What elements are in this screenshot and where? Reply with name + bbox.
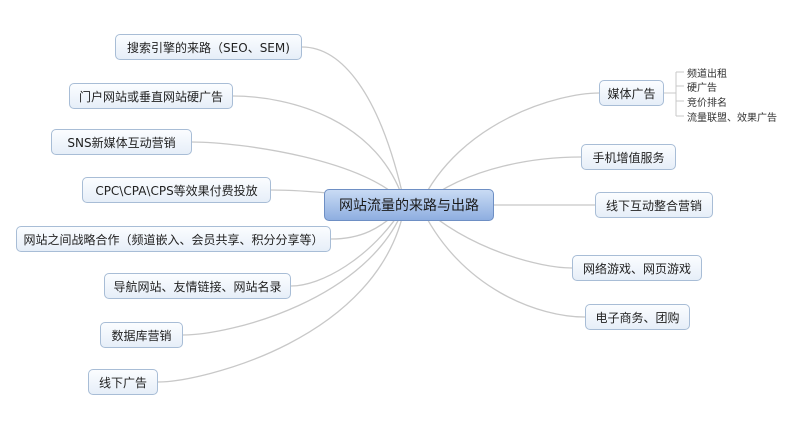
left-node-label: 导航网站、友情链接、网站名录 [113, 279, 282, 294]
right-node-label: 媒体广告 [607, 86, 656, 101]
left-node-database-marketing[interactable]: 数据库营销 [100, 322, 183, 348]
right-node-online-games[interactable]: 网络游戏、网页游戏 [572, 255, 702, 281]
right-node-label: 网络游戏、网页游戏 [582, 261, 691, 276]
left-node-search-engine[interactable]: 搜索引擎的来路（SEO、SEM) [115, 34, 302, 60]
left-node-label: 数据库营销 [111, 328, 172, 343]
right-node-media-ads[interactable]: 媒体广告 [599, 80, 664, 106]
link-right-4 [419, 204, 586, 318]
left-node-label: CPC\CPA\CPS等效果付费投放 [95, 183, 258, 198]
right-node-offline-integrated[interactable]: 线下互动整合营销 [595, 192, 713, 218]
media-subitem[interactable]: 硬广告 [687, 83, 717, 94]
media-subitem[interactable]: 流量联盟、效果广告 [687, 113, 777, 124]
media-subitem[interactable]: 频道出租 [687, 69, 727, 80]
link-left-5 [290, 204, 406, 287]
left-node-label: 网站之间战略合作（频道嵌入、会员共享、积分分享等） [23, 232, 324, 247]
media-subitem[interactable]: 竞价排名 [687, 98, 727, 109]
left-node-portal-ads[interactable]: 门户网站或垂直网站硬广告 [69, 83, 233, 109]
link-right-0 [419, 92, 600, 206]
right-node-ecommerce[interactable]: 电子商务、团购 [585, 304, 690, 330]
left-node-label: SNS新媒体互动营销 [67, 135, 176, 150]
left-node-label: 搜索引擎的来路（SEO、SEM) [127, 40, 290, 55]
right-node-label: 手机增值服务 [592, 150, 665, 165]
left-node-label: 门户网站或垂直网站硬广告 [78, 89, 223, 104]
media-subitem-bracket [664, 71, 684, 117]
link-left-1 [232, 95, 406, 206]
link-left-7 [157, 204, 406, 383]
left-node-navigation-sites[interactable]: 导航网站、友情链接、网站名录 [104, 273, 291, 299]
center-topic[interactable]: 网站流量的来路与出路 [324, 189, 494, 221]
left-node-sns[interactable]: SNS新媒体互动营销 [51, 129, 192, 155]
link-left-0 [301, 46, 406, 206]
right-node-label: 线下互动整合营销 [605, 198, 702, 213]
left-node-label: 线下广告 [98, 375, 147, 390]
left-node-strategic-cooperation[interactable]: 网站之间战略合作（频道嵌入、会员共享、积分分享等） [16, 226, 331, 252]
right-node-mobile-vas[interactable]: 手机增值服务 [581, 144, 676, 170]
left-node-offline-ads[interactable]: 线下广告 [88, 369, 158, 395]
link-left-6 [182, 204, 406, 336]
right-node-label: 电子商务、团购 [595, 310, 680, 325]
left-node-cpc-cpa-cps[interactable]: CPC\CPA\CPS等效果付费投放 [82, 177, 271, 203]
center-topic-label: 网站流量的来路与出路 [339, 198, 479, 214]
